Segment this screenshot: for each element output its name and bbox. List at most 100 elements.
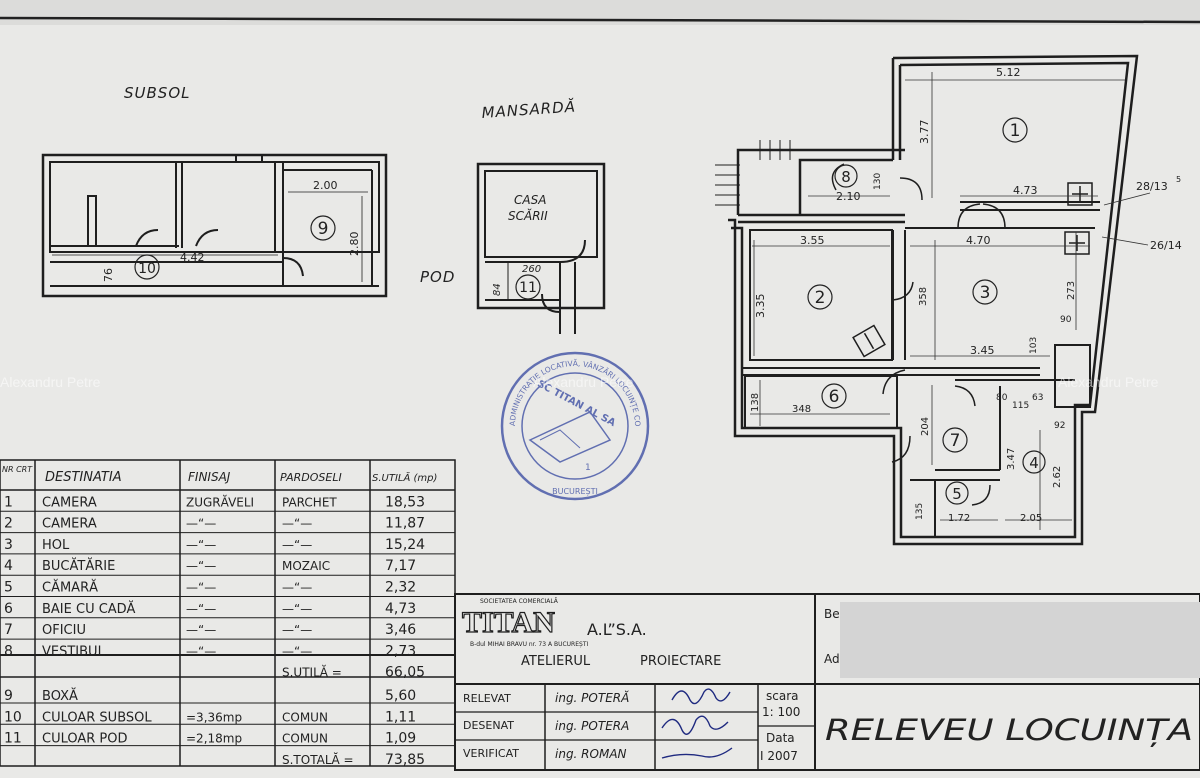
dim-label: 26/14 — [1150, 239, 1182, 252]
room-number-7: 7 — [950, 431, 961, 451]
dim-label: 90 — [1060, 315, 1072, 325]
table-cell-pard: —“— — [282, 517, 312, 531]
table-cell-dest: CAMERA — [42, 517, 97, 532]
table-cell-dest: BOXĂ — [42, 688, 78, 704]
dim-label: 84 — [492, 283, 503, 296]
table-cell-finisaj: —“— — [186, 602, 216, 616]
verificat-label: VERIFICAT — [463, 747, 519, 760]
table-cell-finisaj: —“— — [186, 581, 216, 595]
room-number-3: 3 — [980, 283, 991, 303]
table-cell-pard: PARCHET — [282, 495, 337, 509]
company-small: SOCIETATEA COMERCIALĂ — [480, 598, 559, 605]
areas-table — [0, 459, 456, 767]
table-cell-s: 73,85 — [385, 752, 425, 768]
watermark-center: Alexandru Petre — [533, 374, 634, 390]
apartment-dim-lines — [750, 72, 1151, 530]
table-cell-pard: S.UTILĂ = — [282, 665, 342, 680]
table-cell-nr: 3 — [4, 537, 13, 553]
room-number-8: 8 — [841, 168, 851, 186]
header-s-utila: S.UTILĂ (mp) — [372, 471, 437, 484]
table-cell-nr: 7 — [4, 622, 13, 638]
data-value: I 2007 — [760, 749, 798, 763]
dim-label: 115 — [1012, 401, 1029, 411]
table-cell-pard: —“— — [282, 581, 312, 595]
dim-label: 348 — [792, 404, 811, 415]
room-number-5: 5 — [952, 485, 962, 503]
company-address: B-dul MIHAI BRAVU nr. 73 A BUCUREȘTI — [470, 641, 588, 648]
proiectare-label: PROIECTARE — [640, 654, 721, 669]
table-cell-pard: —“— — [282, 644, 312, 658]
desenat-name: ing. POTERA — [555, 719, 629, 733]
table-cell-s: 18,53 — [385, 494, 425, 510]
table-cell-s: 2,73 — [385, 643, 416, 659]
table-cell-finisaj: —“— — [186, 517, 216, 531]
table-cell-finisaj: —“— — [186, 623, 216, 637]
title-block-text: SOCIETATEA COMERCIALĂ TITAN A.L”S.A. B-d… — [461, 598, 1193, 763]
dim-label: 76 — [102, 268, 115, 282]
apartment-dims: 5.12 3.77 4.73 2.10 130 3.55 4.70 3.35 3… — [750, 66, 1182, 524]
dim-label: 2.62 — [1052, 466, 1063, 488]
table-cell-dest: BAIE CU CADĂ — [42, 601, 135, 617]
table-cell-nr: 2 — [4, 516, 13, 532]
title-block — [454, 593, 1200, 771]
table-cell-s: 3,46 — [385, 622, 416, 638]
subsol-plan — [41, 153, 388, 298]
dim-label: 28/13 — [1136, 180, 1168, 193]
table-cell-s: 1,09 — [385, 731, 416, 747]
dim-label: 3.47 — [1006, 448, 1017, 470]
table-cell-s: 66,05 — [385, 665, 425, 681]
dim-label: 3.77 — [918, 120, 931, 145]
table-cell-pard: COMUN — [282, 732, 328, 746]
dim-label: 80 — [996, 393, 1008, 403]
chimney-icons — [852, 182, 1093, 358]
table-cell-nr: 4 — [4, 558, 13, 574]
mansarda-plan — [476, 162, 606, 334]
pod-label: POD — [420, 268, 455, 286]
dim-label: 4.42 — [180, 251, 205, 264]
dim-label: 103 — [1029, 337, 1039, 354]
table-cell-s: 5,60 — [385, 688, 416, 704]
apartment-plan — [715, 54, 1139, 546]
dim-label: 2.00 — [313, 179, 338, 192]
table-cell-finisaj: =2,18mp — [186, 732, 242, 746]
relevat-name: ing. POTERĂ — [555, 690, 629, 705]
dim-label: 3.45 — [970, 344, 995, 357]
table-cell-dest: VESTIBUL — [42, 644, 106, 659]
dim-label: 273 — [1066, 281, 1077, 300]
table-cell-dest: BUCĂTĂRIE — [42, 558, 115, 574]
dim-label: 4.73 — [1013, 184, 1038, 197]
table-headers: NR CRT DESTINATIA FINISAJ PARDOSELI S.UT… — [2, 465, 437, 485]
table-cell-dest: HOL — [42, 538, 70, 553]
room-numbers: 1 2 3 4 5 6 7 8 9 10 11 — [134, 117, 1046, 505]
header-nr: NR CRT — [2, 465, 33, 474]
table-cell-pard: S.TOTALĂ = — [282, 752, 354, 767]
table-cell-dest: CAMERA — [42, 495, 97, 510]
table-cell-nr: 10 — [4, 709, 22, 725]
table-cell-finisaj: =3,36mp — [186, 710, 242, 724]
table-cell-finisaj: —“— — [186, 559, 216, 573]
dim-label: 5.12 — [996, 66, 1021, 79]
table-cell-nr: 9 — [4, 688, 13, 704]
signatures — [661, 688, 733, 759]
dim-label: 63 — [1032, 393, 1043, 403]
dim-label: 2.80 — [348, 232, 361, 257]
table-cell-pard: MOZAIC — [282, 559, 330, 573]
relevat-label: RELEVAT — [463, 692, 511, 705]
room-number-2: 2 — [815, 288, 826, 308]
dim-label: 1.72 — [948, 513, 970, 524]
table-cell-dest: OFICIU — [42, 623, 86, 638]
table-cell-nr: 1 — [4, 494, 13, 510]
table-cell-pard: —“— — [282, 623, 312, 637]
dim-label: 130 — [873, 173, 883, 190]
room-number-4: 4 — [1029, 454, 1039, 472]
drawing-title: RELEVEU LOCUINȚA — [825, 713, 1193, 747]
table-cell-nr: 6 — [4, 601, 13, 617]
dim-label: 4.70 — [966, 234, 991, 247]
dim-label: 358 — [918, 287, 929, 306]
table-cell-dest: CULOAR SUBSOL — [42, 710, 152, 725]
dim-label: 3.55 — [800, 234, 825, 247]
dim-label: 260 — [522, 264, 541, 275]
dim-label: 2.05 — [1020, 513, 1042, 524]
scara-label: scara — [766, 689, 799, 703]
